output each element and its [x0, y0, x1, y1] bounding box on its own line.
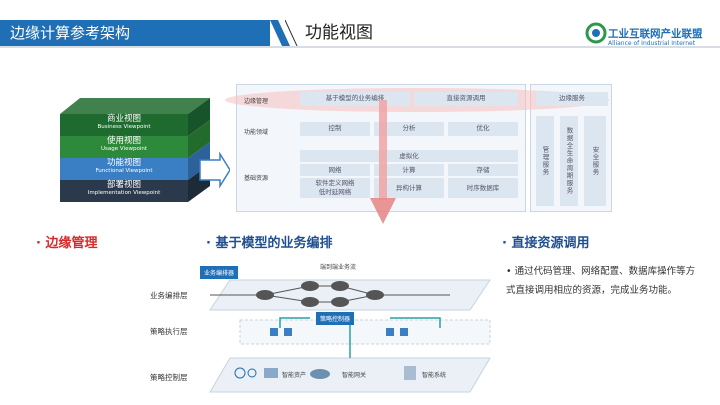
- policy-controller-label: 策略控制器: [316, 312, 355, 325]
- func-item-analysis: 分析: [374, 122, 444, 136]
- page-title: 功能视图: [305, 23, 373, 43]
- header-slash-decoration: [270, 20, 290, 46]
- layer-label-policy-control: 策略控制层: [150, 373, 188, 382]
- row-label-base-res: 基础资源: [244, 175, 269, 182]
- orchestrator-label: 业务编排器: [200, 266, 239, 279]
- bullet-model-orchestration: · 基于模型的业务编排: [206, 236, 333, 251]
- row-label-func-domain: 功能领域: [244, 129, 269, 136]
- layer-label-policy-exec: 策略执行层: [150, 327, 188, 336]
- base-item-tsdb: 时序数据库: [448, 178, 518, 198]
- logo-text: 工业互联网产业联盟: [608, 28, 703, 40]
- section-title-band: 边缘计算参考架构: [0, 20, 270, 46]
- func-item-optimize: 优化: [448, 122, 518, 136]
- service-data-lifecycle: 数据全生命周期服务: [560, 116, 578, 206]
- header-divider: [0, 46, 720, 48]
- orchestration-diagram: [209, 279, 491, 393]
- service-security: 安全服务: [584, 116, 606, 206]
- edge-mgmt-item-direct-call: 直接资源调用: [414, 92, 518, 106]
- alliance-logo-icon: [585, 22, 607, 44]
- base-item-hetero: 异构计算: [374, 178, 444, 198]
- device-smart-gateway: 智能网关: [342, 372, 367, 379]
- device-smart-asset: 智能资产: [282, 372, 307, 379]
- logo-subtext: Alliance of Industrial Internet: [608, 40, 696, 47]
- bullet-direct-resource-call: · 直接资源调用: [502, 236, 590, 251]
- base-item-storage: 存储: [448, 164, 518, 176]
- layer-label-orchestration: 业务编排层: [150, 291, 188, 300]
- downward-arrow-icon: [370, 100, 396, 224]
- viewpoint-stack: [60, 98, 230, 202]
- edge-service-label: 边缘服务: [536, 92, 608, 106]
- virtualization-label: 虚拟化: [300, 150, 518, 162]
- base-item-network: 网络: [300, 164, 370, 176]
- e2e-flow-label: 端到端业务流: [320, 264, 357, 271]
- header-slash-decoration-2: [285, 20, 298, 46]
- base-item-compute: 计算: [374, 164, 444, 176]
- func-item-control: 控制: [300, 122, 370, 136]
- row-label-edge-mgmt: 边缘管理: [244, 98, 269, 105]
- device-smart-system: 智能系统: [422, 372, 447, 379]
- service-management: 管理服务: [536, 116, 554, 206]
- base-item-sdn: 软件定义网络 低时延网络: [300, 178, 370, 198]
- description-text: • 通过代码管理、网络配置、数据库操作等方式直接调用相应的资源，完成业务功能。: [506, 266, 696, 296]
- bullet-edge-management: · 边缘管理: [36, 236, 98, 251]
